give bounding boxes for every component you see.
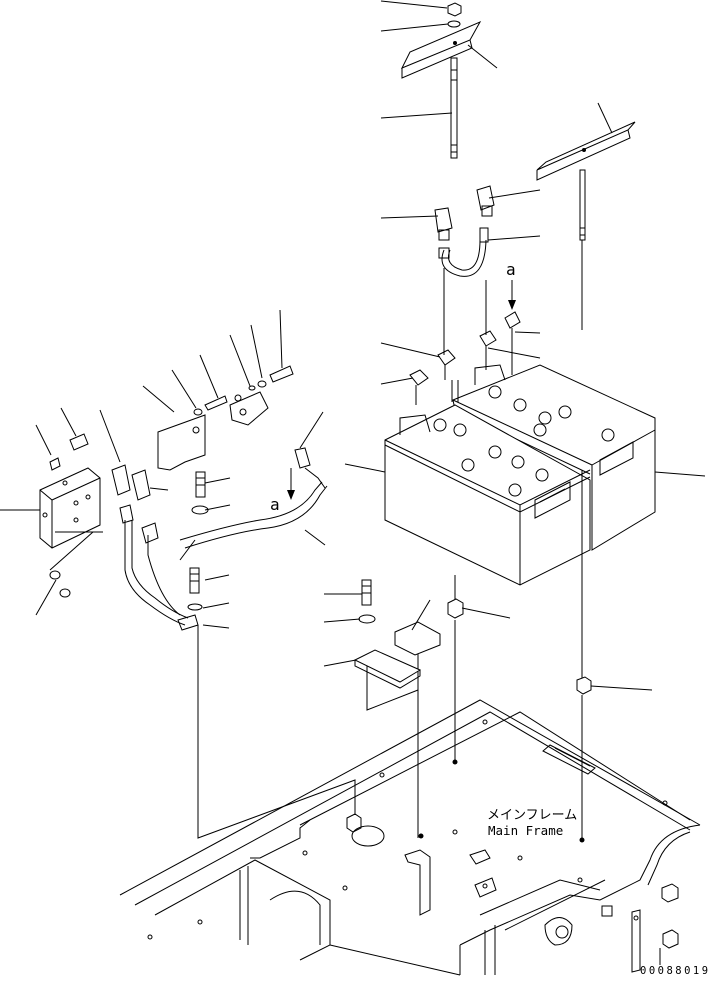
battery-rear [451,364,656,551]
inter-battery-cable [438,227,489,277]
drawing-number: 00088019 [640,965,711,977]
mounting-bracket [157,414,206,471]
frame-label-jp: メインフレーム [487,808,577,823]
assembly-lines [197,268,583,840]
terminal-clamps [409,311,521,405]
main-frame [119,699,701,976]
battery-front [384,404,591,586]
hold-down-bar-upper [400,20,482,79]
ref-label-a-lower: a [270,495,280,514]
nut [447,2,462,17]
leader-lines [0,0,706,691]
frame-label-en: Main Frame [488,823,563,838]
ground-cable [119,447,328,631]
terminal-cap-right [476,185,495,217]
switch-box [39,467,101,598]
hold-down-bar-right [536,121,636,181]
nut-right [576,676,592,695]
washer [447,20,461,28]
ref-arrow-a-upper: a [506,260,516,310]
ref-label-a-upper: a [506,260,516,279]
frame-label: メインフレーム Main Frame [487,808,577,838]
j-bolt-right [579,169,586,330]
relay-bolts [193,365,294,416]
nut-lower [447,598,464,619]
bottom-bracket [353,579,441,689]
terminal-covers [111,464,151,501]
relay [229,391,269,426]
terminal-cap-left [434,207,453,241]
j-bolt-left [450,57,459,402]
small-bolts [187,471,209,611]
ref-arrow-a-lower: a [270,468,295,514]
switch-bolt [49,433,89,471]
